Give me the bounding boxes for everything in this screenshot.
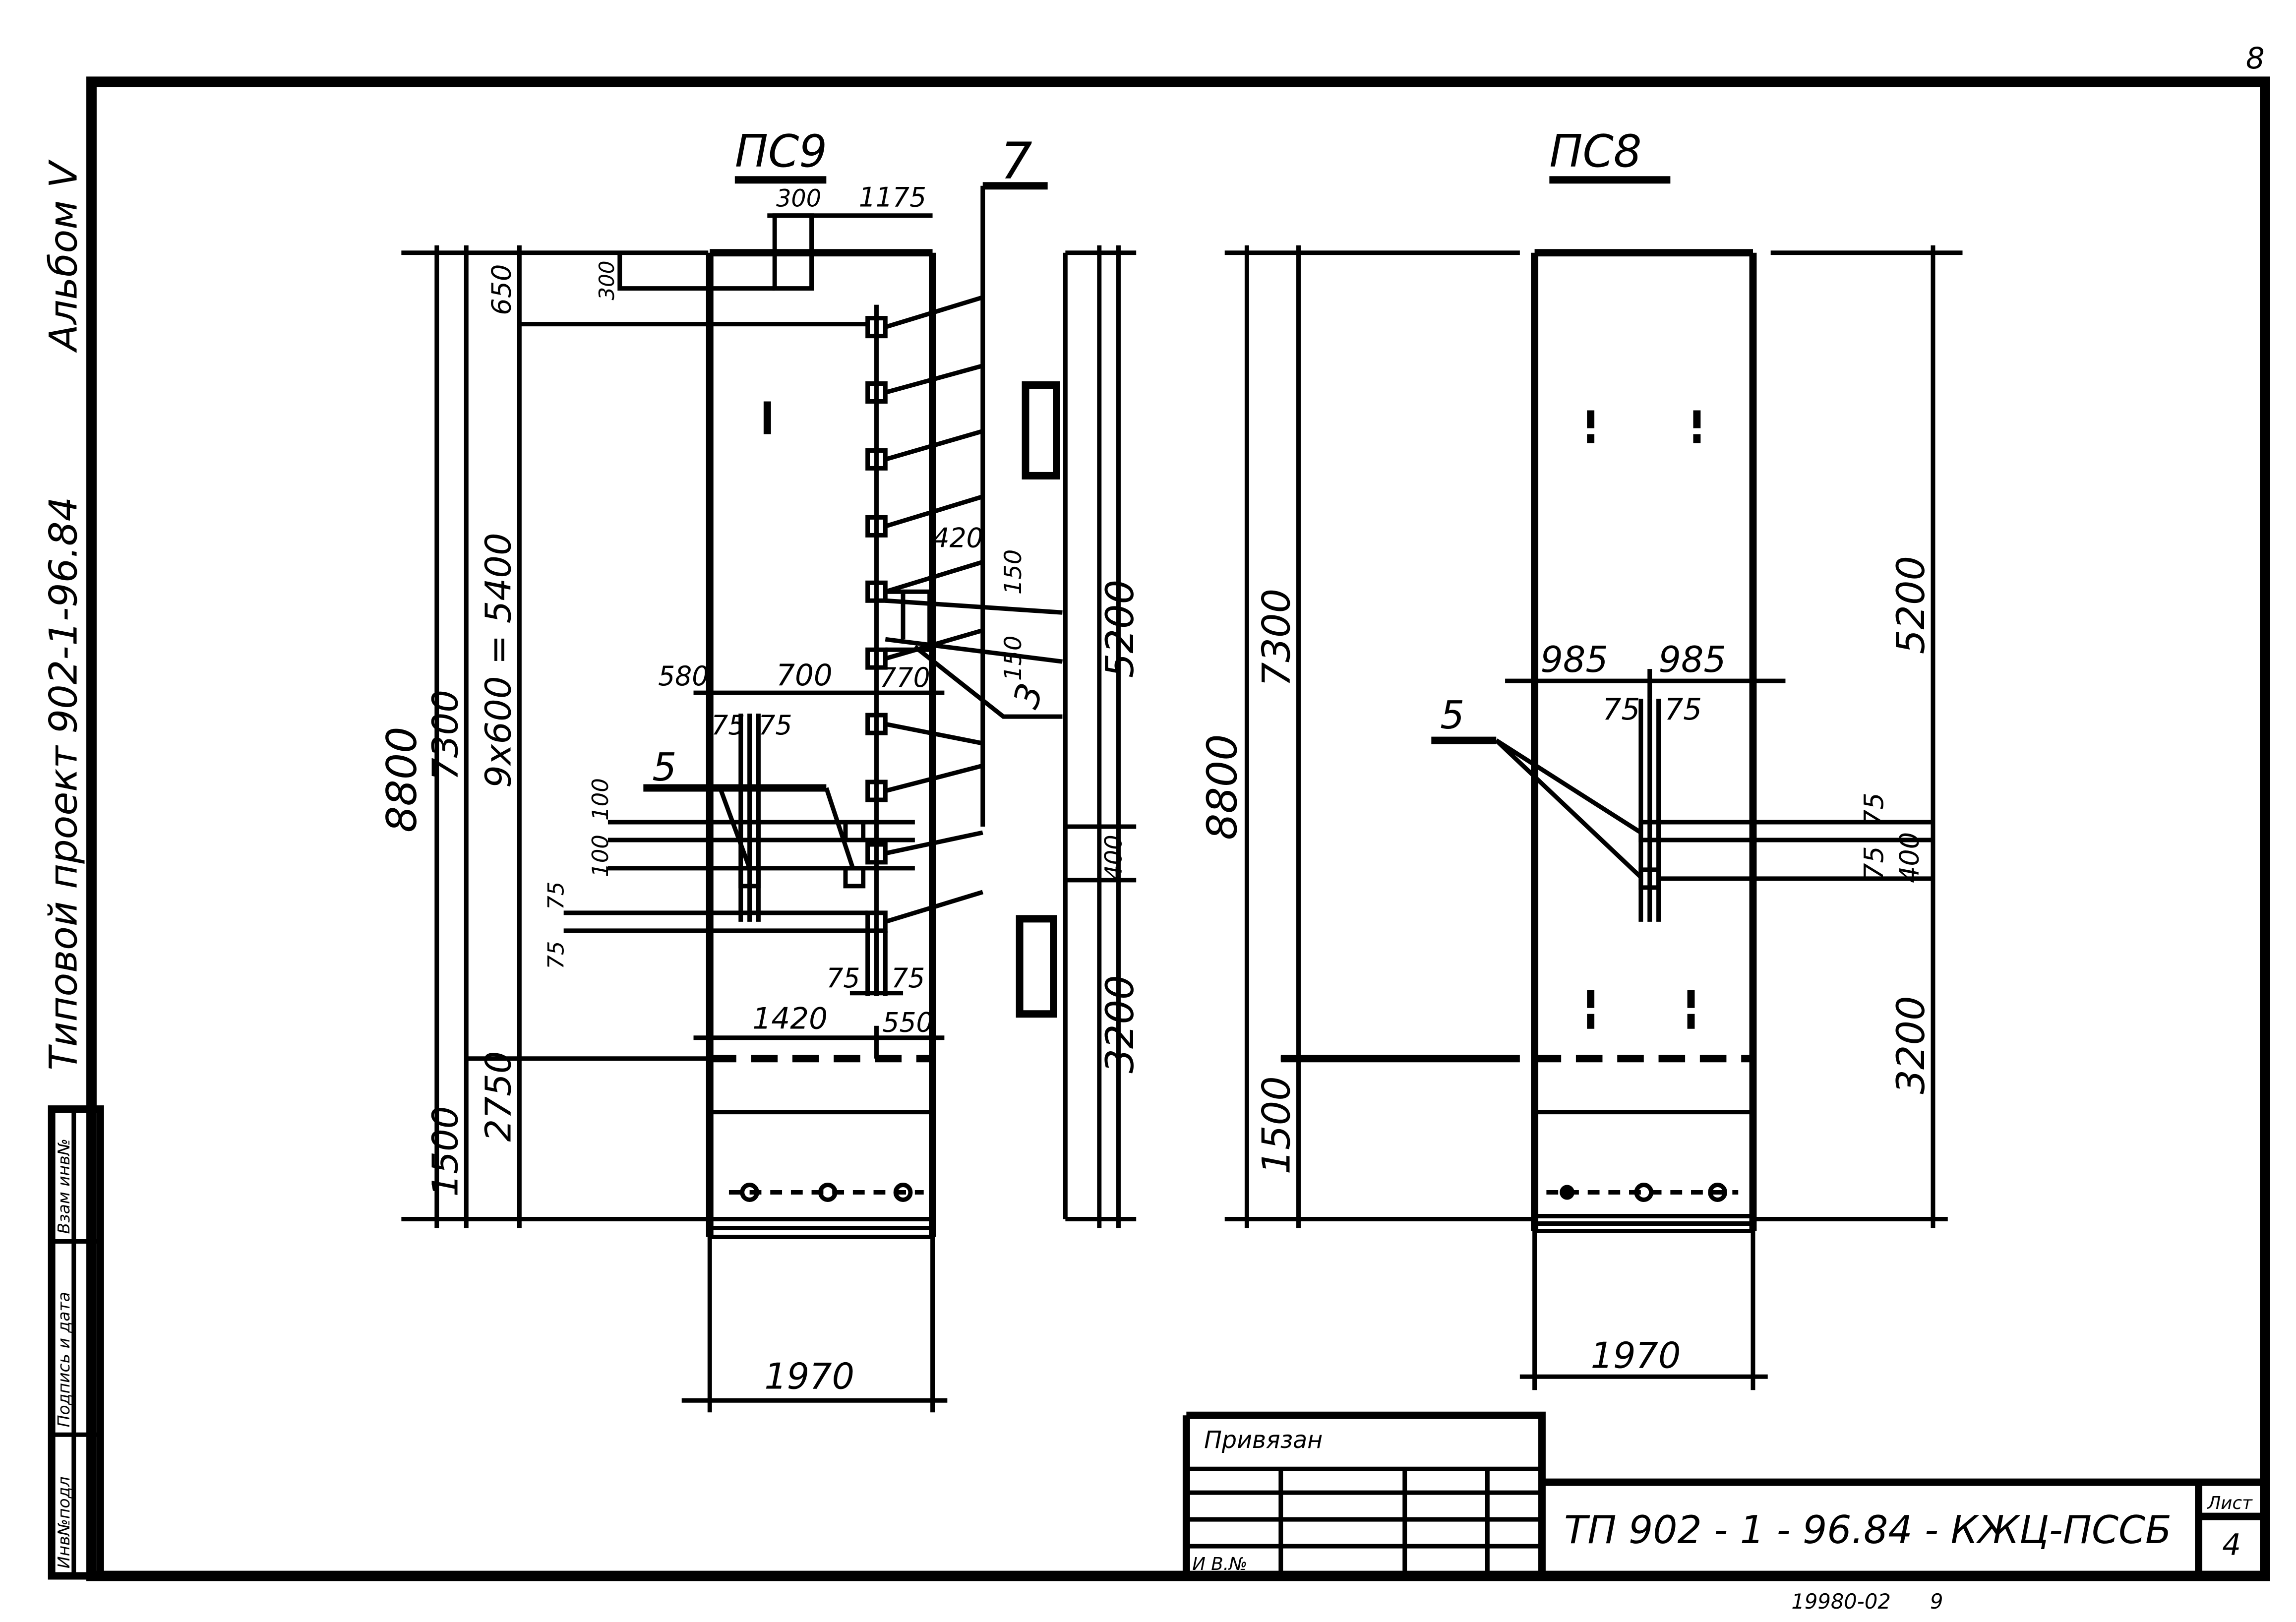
ps9-dim-300-top: 300 xyxy=(776,185,821,213)
sheet-number-top: 8 xyxy=(2246,42,2265,76)
panel-ps8: ПС8 8800 7300 1500 5200 3200 75 7 xyxy=(1198,125,1963,1390)
project-label: Типовой проект 902-1-96.84 xyxy=(42,497,86,1071)
footer-number: 9 xyxy=(1930,1589,1943,1614)
ps9-dim-150-b: 150 xyxy=(1000,636,1027,681)
ps9-dim-550: 550 xyxy=(882,1007,933,1038)
ps8-dim-7300: 7300 xyxy=(1255,589,1299,687)
ps9-dim-1970: 1970 xyxy=(764,1355,854,1397)
ps8-dim-1500: 1500 xyxy=(1255,1076,1299,1174)
album-label: Альбом V xyxy=(42,159,86,354)
inventory-label: И В.№ xyxy=(1192,1554,1247,1574)
ps9-dim-1500: 1500 xyxy=(424,1106,466,1197)
ps9-dim-100-b: 100 xyxy=(587,835,613,877)
ps9-dim-9x600: 9x600 = 5400 xyxy=(478,533,519,788)
ps9-dim-100-a: 100 xyxy=(587,778,613,821)
ps9-dim-770: 770 xyxy=(879,662,930,693)
ps8-dim-8800: 8800 xyxy=(1198,734,1247,840)
stamp-cell-signature: Подпись и дата xyxy=(55,1292,73,1427)
ps9-dim-1420: 1420 xyxy=(753,1002,828,1036)
ps9-callout-3: 3 xyxy=(1005,678,1051,714)
ps8-dim-985-b: 985 xyxy=(1659,639,1726,680)
ps8-anchor-bolts xyxy=(1546,1183,1739,1202)
ps8-dim-75-c: 75 xyxy=(1858,792,1889,827)
ps9-dim-420: 420 xyxy=(933,522,983,553)
ps9-dim-75-c: 75 xyxy=(543,882,569,910)
ps9-dim-2750: 2750 xyxy=(478,1051,519,1141)
ps9-dim-1175: 1175 xyxy=(859,182,926,213)
ps9-dim-400: 400 xyxy=(1100,835,1128,880)
ps9-dim-75-e: 75 xyxy=(826,962,860,994)
ps9-dim-300-left: 300 xyxy=(595,261,619,300)
ps9-dim-75-f: 75 xyxy=(891,962,925,994)
ps9-dim-580: 580 xyxy=(658,661,709,692)
left-margin: Альбом V Типовой проект 902-1-96.84 Взам… xyxy=(42,159,104,1580)
footer-code: 19980-02 xyxy=(1791,1589,1890,1614)
title-block: Привязан И В.№ ТП 902 - 1 - 96.84 - КЖЦ-… xyxy=(1182,1411,2265,1576)
ps9-dim-75-b: 75 xyxy=(758,710,792,741)
bound-label: Привязан xyxy=(1204,1427,1323,1454)
ps9-title: ПС9 xyxy=(735,125,827,177)
ps9-dim-700: 700 xyxy=(776,659,833,693)
ps8-title: ПС8 xyxy=(1549,125,1641,177)
panel-ps9: ПС9 7 xyxy=(377,125,1143,1413)
ps8-dim-75-a: 75 xyxy=(1602,693,1640,727)
ps8-dim-3200: 3200 xyxy=(1889,996,1933,1094)
ps9-callout-7: 7 xyxy=(1000,131,1032,190)
ps9-dim-650: 650 xyxy=(486,264,517,315)
ps8-dim-75-b: 75 xyxy=(1664,693,1702,727)
ps9-anchor-bolts xyxy=(728,1183,924,1202)
ps9-dim-8800: 8800 xyxy=(377,726,426,833)
ps8-dim-75-d: 75 xyxy=(1858,846,1889,880)
stamp-cell-inventory: Инв№подл xyxy=(55,1477,73,1569)
stamp-cell-replace: Взам инв№ xyxy=(55,1139,73,1234)
ps9-dim-5200: 5200 xyxy=(1098,580,1143,678)
ps9-dim-3200: 3200 xyxy=(1098,975,1143,1073)
ps9-dim-7300: 7300 xyxy=(424,690,466,781)
ps8-dim-985-a: 985 xyxy=(1541,639,1608,680)
ps8-dim-1970: 1970 xyxy=(1591,1334,1681,1376)
ps9-callout-5: 5 xyxy=(652,745,676,790)
sheet-value: 4 xyxy=(2222,1528,2241,1562)
ps9-dim-150-a: 150 xyxy=(1000,549,1027,595)
ps8-callout-5: 5 xyxy=(1440,693,1464,738)
sheet-label: Лист xyxy=(2206,1493,2253,1513)
sheet-frame: 8 xyxy=(86,42,2270,1581)
document-code: ТП 902 - 1 - 96.84 - КЖЦ-ПССБ xyxy=(1564,1508,2172,1553)
margin-stamp: Взам инв№ Подпись и дата Инв№подл xyxy=(48,1105,104,1580)
ps8-dim-400: 400 xyxy=(1893,832,1925,883)
ps8-dim-5200: 5200 xyxy=(1889,556,1933,654)
ps9-dim-75-d: 75 xyxy=(543,941,569,969)
